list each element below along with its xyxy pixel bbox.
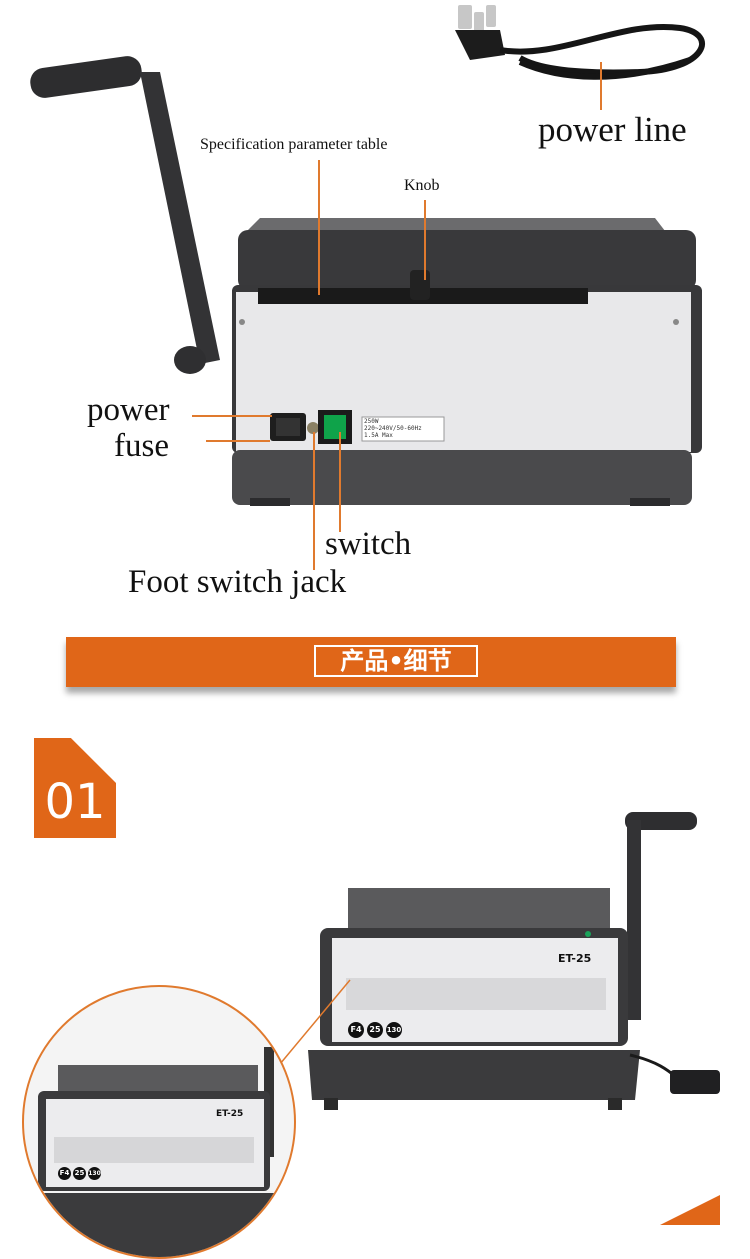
badge-f4: F4 [348, 1022, 364, 1038]
punch-slots [346, 978, 606, 1010]
front-machine-photo: ET-25 F4 25 130 [290, 800, 730, 1120]
rating-voltage: 220~240V/50-60Hz [364, 425, 422, 432]
section-number-tag: 01 [34, 738, 116, 838]
knob-label: Knob [404, 177, 440, 194]
section-number: 01 [44, 774, 106, 830]
switch-label: switch [325, 526, 412, 562]
accent-corner [660, 1195, 720, 1225]
front-model-label: ET-25 [558, 952, 592, 965]
zoom-badge-130: 130 [88, 1167, 101, 1180]
machine-body [232, 218, 702, 506]
badge-130: 130 [386, 1022, 402, 1038]
zoom-badge-25: 25 [73, 1167, 86, 1180]
zoom-badge-row: F4 25 130 [58, 1167, 101, 1180]
spec-table-pointer [318, 160, 320, 295]
zoom-detail-illustration [24, 1047, 294, 1257]
fuse-pointer [206, 440, 270, 442]
power-pointer [192, 415, 272, 417]
front-machine-illustration [308, 812, 720, 1110]
zoom-badge-f4: F4 [58, 1167, 71, 1180]
foot-switch-pointer [313, 432, 315, 570]
knob-pointer [424, 200, 426, 280]
power-line-pointer [600, 62, 602, 110]
fuse-label: fuse [114, 428, 169, 464]
power-cord [455, 5, 706, 80]
section-banner: 产品•细节 [66, 637, 676, 687]
badge-row: F4 25 130 [348, 1022, 402, 1038]
zoom-pointer [274, 979, 351, 1071]
rear-machine-photo: 250W 220~240V/50-60Hz 1.5A Max Specifica… [0, 0, 750, 620]
foot-switch-jack-label: Foot switch jack [128, 564, 347, 600]
zoom-model-label: ET-25 [216, 1109, 244, 1119]
badge-25: 25 [367, 1022, 383, 1038]
power-label: power [87, 392, 170, 428]
rating-power: 250W [364, 418, 379, 425]
power-line-label: power line [538, 110, 687, 149]
spec-table-label: Specification parameter table [200, 136, 388, 153]
crank-handle [30, 56, 220, 374]
rear-machine-illustration [30, 5, 706, 506]
rating-current: 1.5A Max [364, 432, 393, 439]
zoom-detail-circle: ET-25 F4 25 130 [22, 985, 296, 1259]
switch-pointer [339, 432, 341, 532]
rating-label: 250W 220~240V/50-60Hz 1.5A Max [364, 418, 444, 439]
banner-title: 产品•细节 [314, 645, 478, 677]
